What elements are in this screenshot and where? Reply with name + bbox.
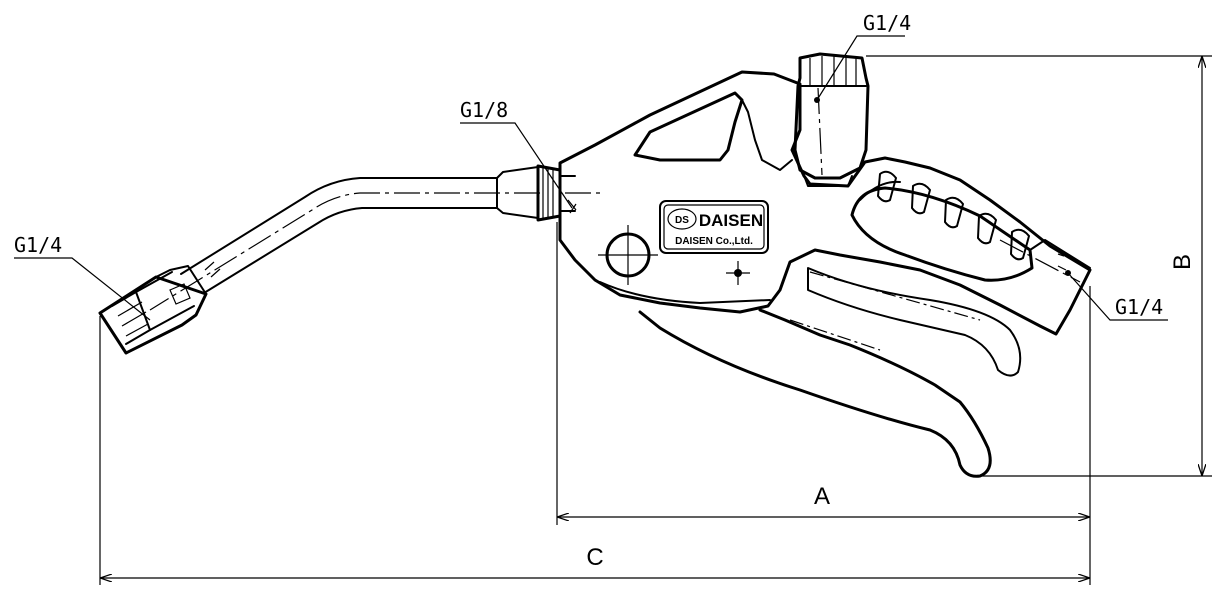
callout-port-mid: G1/8	[460, 98, 573, 209]
logo-company-text: DAISEN Co.,Ltd.	[675, 236, 753, 247]
dimension-a-label: A	[814, 483, 830, 510]
gun-body	[558, 70, 1092, 336]
callout-port-left: G1/4	[14, 233, 151, 321]
dimension-c: C	[100, 544, 1090, 578]
port-mid-label: G1/8	[460, 98, 508, 122]
logo-brand-text: DAISEN	[699, 211, 763, 230]
dimension-c-label: C	[586, 544, 603, 571]
trigger-lever	[638, 267, 1022, 478]
top-inlet-fitting	[793, 52, 870, 187]
daisen-logo-plate: DS DAISEN DAISEN Co.,Ltd.	[659, 200, 769, 254]
nozzle-tip	[98, 265, 208, 355]
port-left-label: G1/4	[14, 233, 62, 257]
dimension-b: B	[1169, 56, 1202, 476]
port-right-label: G1/4	[1115, 295, 1163, 319]
callout-port-right: G1/4	[1067, 272, 1168, 321]
dimension-b-label: B	[1169, 254, 1196, 270]
dimension-a: A	[557, 483, 1090, 517]
port-top-label: G1/4	[863, 11, 911, 35]
nozzle-connector	[496, 164, 600, 222]
nozzle-tube	[149, 177, 540, 311]
logo-mark-text: DS	[675, 215, 689, 226]
daisen-logo-mark	[667, 208, 697, 230]
extension-lines	[99, 55, 1212, 585]
callout-port-top: G1/4	[816, 11, 911, 101]
